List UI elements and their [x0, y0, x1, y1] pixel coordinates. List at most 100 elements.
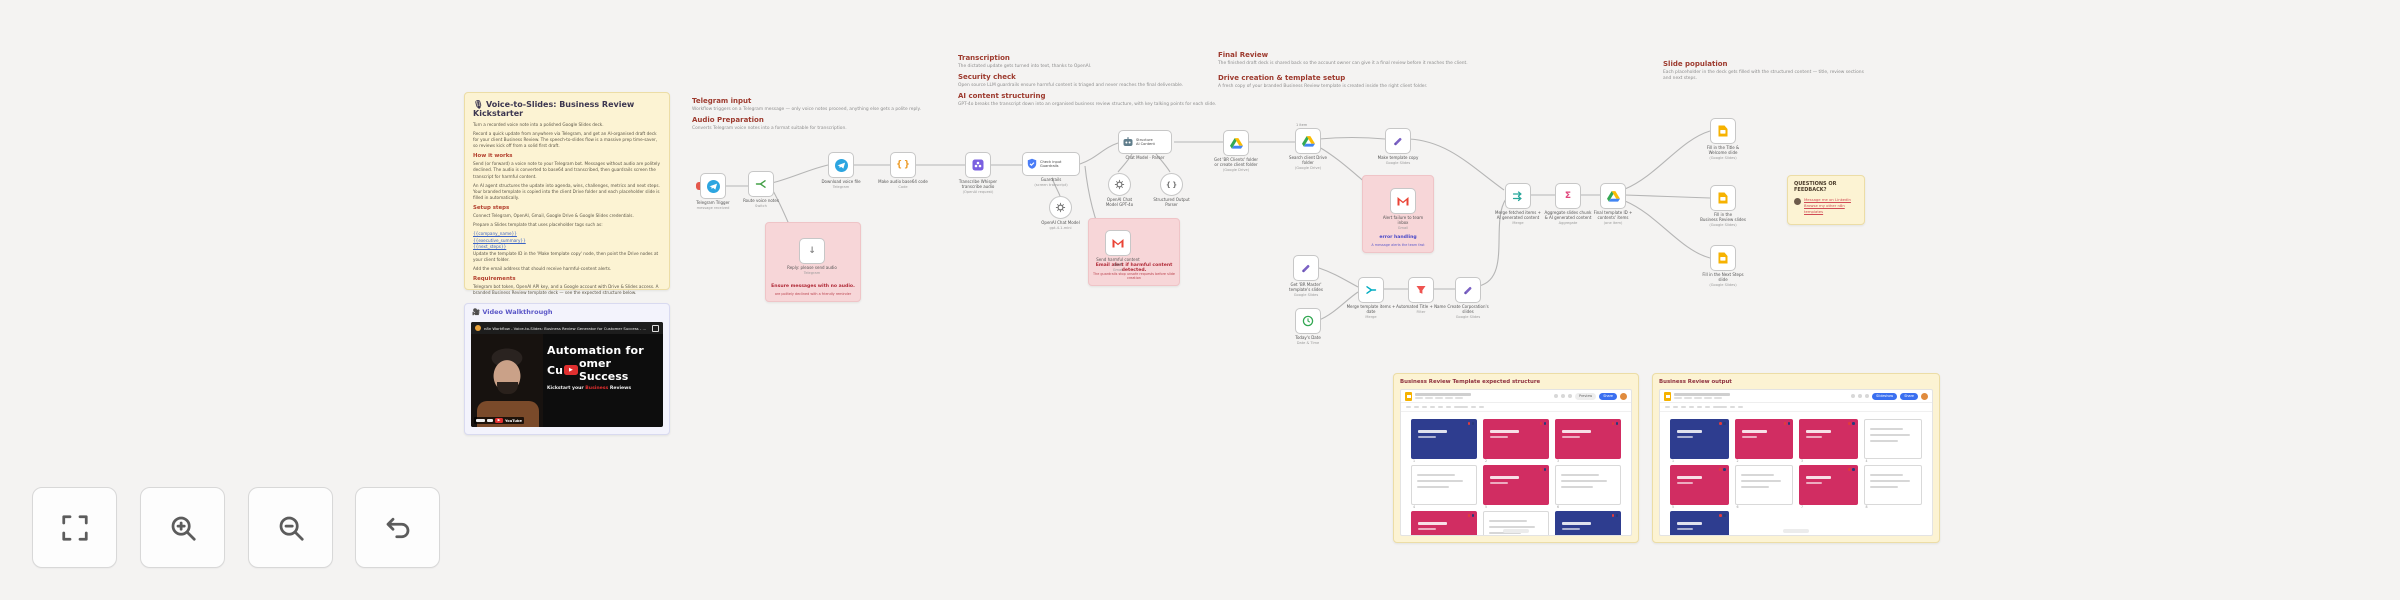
- gdrive-icon: [1301, 135, 1315, 147]
- account-avatar[interactable]: [1921, 392, 1928, 400]
- slide-thumbnail[interactable]: 6: [1734, 465, 1793, 509]
- warning-sticky-note[interactable]: Email alert if harmful content detected.…: [1088, 218, 1180, 286]
- slideshow-button[interactable]: Slideshow: [1872, 392, 1898, 400]
- slides-screenshot-note[interactable]: Business Review Template expected struct…: [1393, 373, 1639, 543]
- note-paragraph: Add the email address that should receiv…: [473, 265, 612, 271]
- slide-thumbnail[interactable]: 5: [1670, 465, 1729, 509]
- warning-note-subtext: A message alerts the team fast: [1371, 243, 1425, 247]
- note-link[interactable]: {{company_name}}: [473, 231, 517, 237]
- workflow-node[interactable]: Fill in the Title &Welcome slide(Google …: [1707, 118, 1739, 160]
- fit-view-button[interactable]: [32, 487, 117, 568]
- section-description: Converts Telegram voice notes into a for…: [692, 125, 847, 131]
- parser-icon: { }: [1165, 180, 1178, 189]
- instructions-sticky-note[interactable]: 🎙 Voice-to-Slides: Business Review Kicks…: [464, 92, 670, 295]
- slide-thumbnail[interactable]: 1: [1670, 419, 1729, 463]
- slide-thumbnail[interactable]: 2: [1483, 419, 1549, 463]
- section-title: Final Review: [1218, 51, 1269, 59]
- slide-thumbnail[interactable]: 9: [1555, 511, 1621, 535]
- video-watermark: ▶ YouTube: [474, 417, 524, 424]
- slide-number: 3: [1557, 459, 1560, 463]
- filter-icon: [1415, 284, 1427, 296]
- note-link[interactable]: {{next_steps}}: [473, 244, 507, 250]
- video-walkthrough-note[interactable]: 🎥 Video Walkthrough n8n Workflow - Voice…: [464, 303, 670, 435]
- share-button[interactable]: Share: [1599, 392, 1617, 400]
- slide-thumbnail[interactable]: 4: [1411, 465, 1477, 509]
- workflow-node[interactable]: Final template ID +contents' items(one i…: [1594, 183, 1632, 225]
- slide-thumbnail[interactable]: 5: [1483, 465, 1549, 509]
- author-link[interactable]: Message me on LinkedIn: [1804, 197, 1851, 202]
- youtube-video-thumbnail[interactable]: n8n Workflow - Voice-to-Slides: Business…: [471, 322, 663, 427]
- questions-feedback-note[interactable]: QUESTIONS OR FEEDBACK? Message me on Lin…: [1787, 175, 1865, 225]
- section-description: GPT-4o breaks the transcript down into a…: [958, 101, 1217, 107]
- slide-thumbnail[interactable]: 6: [1555, 465, 1621, 509]
- slide-thumbnail[interactable]: 1: [1411, 419, 1477, 463]
- slide-number: 2: [1485, 459, 1488, 463]
- slide-thumbnail[interactable]: 9: [1670, 511, 1729, 535]
- zoom-out-button[interactable]: [248, 487, 333, 568]
- card-title: Business Review Template expected struct…: [1400, 379, 1541, 385]
- fullscreen-icon: [60, 513, 90, 543]
- slide-thumbnail[interactable]: 7: [1411, 511, 1477, 535]
- youtube-play-icon[interactable]: ▶: [563, 365, 578, 375]
- youtube-logo-icon: ▶: [495, 417, 503, 424]
- slide-thumbnail[interactable]: 4: [1863, 419, 1922, 463]
- slide-thumbnail[interactable]: 8: [1863, 465, 1922, 509]
- slide-thumbnail[interactable]: 3: [1555, 419, 1621, 463]
- zoom-in-button[interactable]: [140, 487, 225, 568]
- slide-number: 1: [1672, 459, 1675, 463]
- note-link[interactable]: {{executive_summary}}: [473, 237, 526, 243]
- slides-pager[interactable]: [1503, 529, 1529, 533]
- author-link[interactable]: Browse my other n8n templates: [1804, 203, 1845, 215]
- undo-button[interactable]: [355, 487, 440, 568]
- section-title: Telegram input: [692, 97, 752, 105]
- slide-thumbnail[interactable]: 7: [1799, 465, 1858, 509]
- slide-thumbnail[interactable]: 3: [1799, 419, 1858, 463]
- account-avatar[interactable]: [1620, 392, 1627, 400]
- section-title: AI content structuring: [958, 92, 1046, 100]
- slide-thumbnail[interactable]: 2: [1734, 419, 1793, 463]
- slides-pager[interactable]: [1783, 529, 1809, 533]
- pencil-icon: [1300, 262, 1312, 274]
- share-button[interactable]: Share: [1900, 392, 1918, 400]
- workflow-node[interactable]: Merge fetched items +AI generated conten…: [1495, 183, 1541, 225]
- slides-icon: [1718, 125, 1728, 137]
- agent-icon: [1122, 136, 1134, 148]
- comment-icon: [1561, 394, 1565, 398]
- preview-button[interactable]: Preview: [1575, 392, 1597, 400]
